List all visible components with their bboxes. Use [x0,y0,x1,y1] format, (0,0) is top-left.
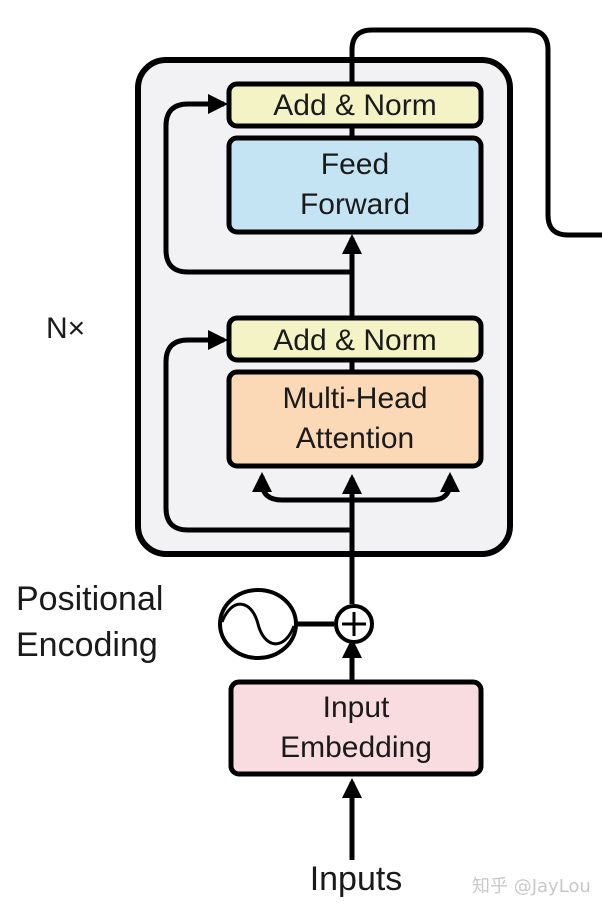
attention-fork-left [252,472,352,503]
add-norm-block-bottom [226,315,484,363]
inputs-label: Inputs [310,860,403,898]
input-embedding-block [228,679,484,777]
feed-forward-block [226,135,484,235]
attention-label-line1: Multi-Head [282,382,427,415]
multi-head-attention-block [226,369,484,469]
residual-connection-feedforward [163,94,352,275]
add-norm-top-label: Add & Norm [273,89,436,122]
feed-forward-label-line1: Feed [321,148,389,181]
feed-forward-label-line2: Forward [300,188,410,221]
positional-encoding-label-line2: Encoding [16,626,158,664]
watermark: 知乎 @JayLou [472,876,591,897]
encoder-output-line [349,27,602,238]
embedding-label-line2: Embedding [280,731,432,764]
embedding-label-line1: Input [323,691,390,724]
add-norm-bottom-label: Add & Norm [273,324,436,357]
sine-wave-icon [218,588,298,660]
repeat-count-label: N× [46,312,85,345]
addition-icon [334,604,374,644]
attention-label-line2: Attention [296,422,414,455]
residual-connection-attention [163,330,352,533]
positional-encoding-label-line1: Positional [16,580,163,618]
attention-fork-right [352,472,460,503]
add-norm-block-top [226,81,484,129]
encoder-stack-container [135,57,513,557]
